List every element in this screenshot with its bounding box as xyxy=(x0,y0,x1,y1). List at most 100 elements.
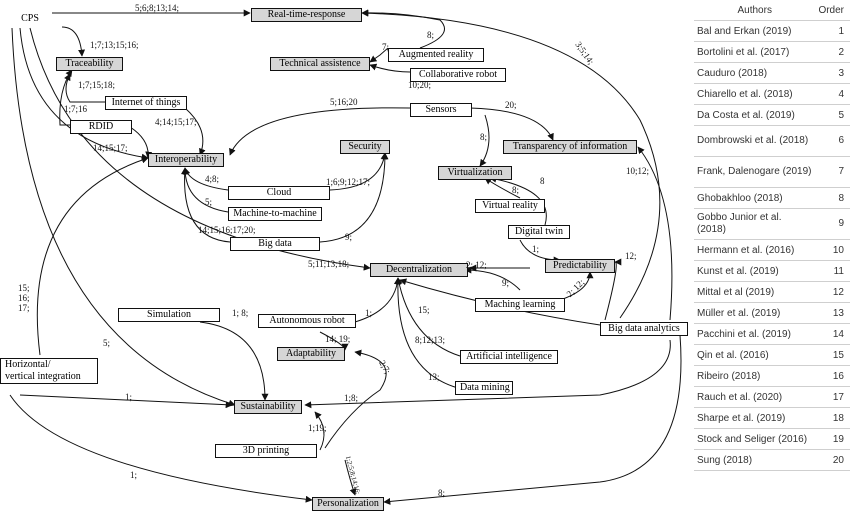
order-cell: 14 xyxy=(815,323,850,345)
node-predictability: Predictability xyxy=(545,259,615,273)
edge-label: 8; xyxy=(512,185,520,195)
node-big-data: Big data xyxy=(230,237,320,251)
edge-label: 1;7;16 xyxy=(64,104,88,114)
author-cell: Stock and Seliger (2016) xyxy=(694,428,816,450)
table-row: Hermann et al. (2016)10 xyxy=(694,239,850,261)
table-row: Cauduro (2018)3 xyxy=(694,62,850,84)
edge-label: 12; xyxy=(625,251,637,261)
order-cell: 10 xyxy=(815,239,850,261)
column-header-authors: Authors xyxy=(694,0,816,21)
edge-label: 8 xyxy=(540,176,545,186)
table-row: Pacchini et al. (2019)14 xyxy=(694,323,850,345)
author-cell: Bortolini et al. (2017) xyxy=(694,41,816,63)
author-cell: Sung (2018) xyxy=(694,449,816,471)
author-cell: Qin et al. (2016) xyxy=(694,344,816,366)
author-cell: Dombrowski et al. (2018) xyxy=(694,125,816,157)
order-cell: 9 xyxy=(815,208,850,240)
order-cell: 20 xyxy=(815,449,850,471)
node-autonomous-robot: Autonomous robot xyxy=(258,314,356,328)
edge-label: 13; xyxy=(428,372,440,382)
table-row: Dombrowski et al. (2018)6 xyxy=(694,125,850,157)
node-big-data-analytics: Big data analytics xyxy=(600,322,688,336)
author-cell: Müller et al. (2019) xyxy=(694,302,816,324)
edge-label: 8; xyxy=(438,488,446,498)
edges-layer xyxy=(9,9,682,505)
author-cell: Kunst et al. (2019) xyxy=(694,260,816,282)
node-virtualization: Virtualization xyxy=(438,166,512,180)
node-machine-to-machine: Machine-to-machine xyxy=(228,207,322,221)
table-row: Sung (2018)20 xyxy=(694,449,850,471)
author-cell: Ghobakhloo (2018) xyxy=(694,187,816,209)
order-cell: 19 xyxy=(815,428,850,450)
edge-label: 8;12;13; xyxy=(415,335,446,345)
order-cell: 4 xyxy=(815,83,850,105)
edge-label: 1; 8; xyxy=(232,308,249,318)
node-sustainability: Sustainability xyxy=(234,400,302,414)
node-adaptability: Adaptability xyxy=(277,347,345,361)
edge-label: 9; xyxy=(345,232,353,242)
edge-label: 5;6;8;13;14; xyxy=(135,3,180,13)
order-cell: 1 xyxy=(815,20,850,42)
node-maching-learning: Maching learning xyxy=(475,298,565,312)
edge-label: 15; xyxy=(418,305,430,315)
edge-label: 14;15;17; xyxy=(93,143,128,153)
node-simulation: Simulation xyxy=(118,308,220,322)
edge-label: 1; xyxy=(365,308,373,318)
node-interoperability: Interoperability xyxy=(148,153,224,167)
order-cell: 15 xyxy=(815,344,850,366)
edge-label: 5; xyxy=(205,197,213,207)
node-technical-assistence: Technical assistence xyxy=(270,57,370,71)
concept-map: CPS Real-time-response Traceability Tech… xyxy=(0,3,688,511)
node-personalization: Personalization xyxy=(312,497,384,511)
node-cps: CPS xyxy=(21,13,39,24)
authors-table: Authors Order Bal and Erkan (2019)1 Bort… xyxy=(694,0,850,471)
table-row: Mittal et al (2019)12 xyxy=(694,281,850,303)
edge-label: 14; 19; xyxy=(325,334,351,344)
node-cloud: Cloud xyxy=(228,186,330,200)
node-real-time-response: Real-time-response xyxy=(251,8,362,22)
edge-label: 9; xyxy=(502,278,510,288)
author-cell: Sharpe et al. (2019) xyxy=(694,407,816,429)
table-row: Ribeiro (2018)16 xyxy=(694,365,850,387)
table-row: Müller et al. (2019)13 xyxy=(694,302,850,324)
node-virtual-reality: Virtual reality xyxy=(475,199,545,213)
node-sensors: Sensors xyxy=(410,103,472,117)
edge-label: 5;16;20 xyxy=(330,97,358,107)
edge-label: 4;8; xyxy=(205,174,220,184)
author-cell: Hermann et al. (2016) xyxy=(694,239,816,261)
order-cell: 7 xyxy=(815,156,850,188)
order-cell: 12 xyxy=(815,281,850,303)
edge-label: 20; xyxy=(505,100,517,110)
node-data-mining: Data mining xyxy=(455,381,513,395)
node-horizontal-vertical-integration: Horizontal/ vertical integration xyxy=(0,358,98,384)
node-transparency: Transparency of information xyxy=(503,140,637,154)
order-cell: 18 xyxy=(815,407,850,429)
edge-label: 1; xyxy=(125,392,133,402)
node-security: Security xyxy=(340,140,390,154)
author-cell: Rauch et al. (2020) xyxy=(694,386,816,408)
author-cell: Bal and Erkan (2019) xyxy=(694,20,816,42)
edge-label: 2; 12; xyxy=(466,260,487,270)
edge-label: 4;14;15;17; xyxy=(155,117,197,127)
author-cell: Gobbo Junior et al. (2018) xyxy=(694,208,816,240)
order-cell: 5 xyxy=(815,104,850,126)
table-row: Ghobakhloo (2018)8 xyxy=(694,187,850,209)
edge-label: 1; xyxy=(130,470,138,480)
author-cell: Da Costa et al. (2019) xyxy=(694,104,816,126)
table-row: Da Costa et al. (2019)5 xyxy=(694,104,850,126)
node-augmented-reality: Augmented reality xyxy=(388,48,484,62)
author-cell: Cauduro (2018) xyxy=(694,62,816,84)
order-cell: 11 xyxy=(815,260,850,282)
edge-label: 1;8; xyxy=(344,393,359,403)
order-cell: 3 xyxy=(815,62,850,84)
edge-label: 7; xyxy=(382,42,390,52)
node-artificial-intelligence: Artificial intelligence xyxy=(460,350,558,364)
author-cell: Frank, Dalenogare (2019) xyxy=(694,156,816,188)
node-digital-twin: Digital twin xyxy=(508,225,570,239)
edge-label: 1;7;15;18; xyxy=(78,80,116,90)
author-cell: Pacchini et al. (2019) xyxy=(694,323,816,345)
edge-label: 1;19; xyxy=(308,423,327,433)
author-cell: Ribeiro (2018) xyxy=(694,365,816,387)
edge-label: 1;6;9;12;17; xyxy=(326,177,371,187)
order-cell: 13 xyxy=(815,302,850,324)
